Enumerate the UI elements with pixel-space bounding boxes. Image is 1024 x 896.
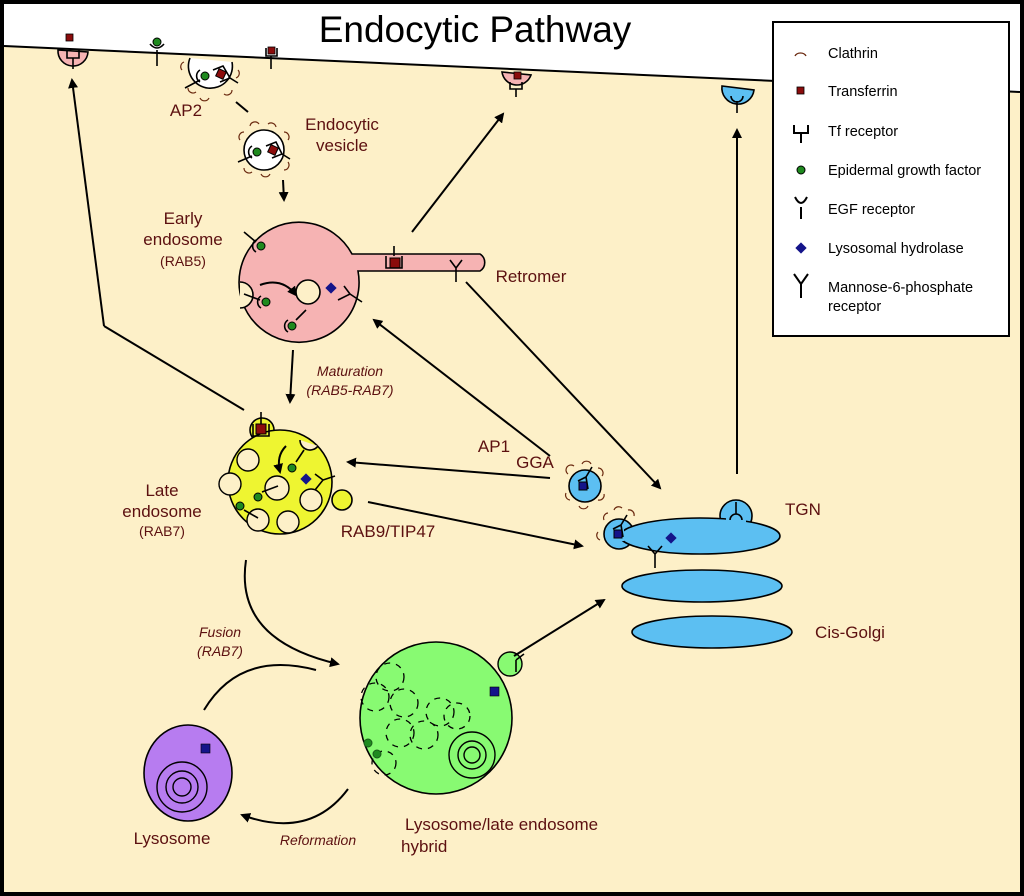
extracellular-space (4, 4, 1020, 92)
legend-item-lysosomal-hydrolase: Lysosomal hydrolase (795, 241, 964, 257)
gga-coated-vesicle (564, 460, 605, 510)
label-hybrid-1: Lysosome/late endosome (405, 815, 598, 834)
arrow-reformation (240, 788, 349, 825)
legend-item-tf-receptor: Tf receptor (793, 124, 898, 143)
lysosome-late-endosome-hybrid (359, 641, 525, 795)
lysosome (143, 724, 233, 822)
early-endosome (238, 221, 486, 343)
arrow-ggavesicle-to-late-endosome (346, 457, 551, 479)
label-lysosome: Lysosome (134, 829, 211, 848)
label-early-endosome-1: Early (164, 209, 203, 228)
label-rab9-tip47: RAB9/TIP47 (341, 522, 436, 541)
label-endocytic-vesicle-2: vesicle (316, 136, 368, 155)
m6p-receptor-icon (793, 273, 809, 298)
legend: Clathrin Transferrin Tf receptor Epiderm… (772, 21, 1010, 337)
arrow-ap2-to-vesicle (235, 101, 249, 113)
diagram-title: Endocytic Pathway (319, 9, 632, 50)
svg-text:Transferrin: Transferrin (828, 84, 898, 100)
ap2-coated-pit (180, 57, 240, 102)
label-fusion-1: Fusion (199, 624, 241, 640)
arrow-late-endosome-to-hybrid (243, 559, 340, 668)
arrow-early-endosome-to-membrane (411, 112, 505, 233)
label-late-endosome-1: Late (145, 481, 178, 500)
late-endosome (218, 412, 353, 535)
legend-item-egf: Epidermal growth factor (796, 163, 981, 179)
egf-icon (796, 165, 806, 175)
label-late-endosome-3: (RAB7) (139, 523, 185, 539)
transferrin-icon (796, 86, 805, 95)
tf-receptor-icon (793, 125, 809, 143)
label-retromer: Retromer (496, 267, 567, 286)
svg-text:Epidermal growth factor: Epidermal growth factor (828, 163, 981, 179)
endocytic-vesicle (237, 121, 291, 178)
label-maturation-1: Maturation (317, 363, 383, 379)
svg-text:Mannose-6-phosphate: Mannose-6-phosphate (828, 280, 973, 296)
tf-receptor-surface (265, 46, 278, 69)
legend-item-m6p-receptor: Mannose-6-phosphate receptor (793, 273, 973, 315)
svg-text:EGF receptor: EGF receptor (828, 202, 915, 218)
label-ap2: AP2 (170, 101, 202, 120)
golgi-cisterna-medial (621, 569, 783, 603)
label-cis-golgi: Cis-Golgi (815, 623, 885, 642)
arrow-hybrid-to-golgi (513, 598, 606, 657)
arrow-maturation (285, 349, 296, 404)
lysosomal-hydrolase-icon (795, 242, 807, 254)
transferrin-icon (65, 33, 74, 42)
arrow-recycle-to-membrane (68, 78, 105, 327)
legend-box (772, 21, 1010, 337)
golgi-cisterna-cis (631, 615, 793, 649)
legend-item-egf-receptor: EGF receptor (794, 196, 915, 219)
label-hybrid-2: hybrid (401, 837, 447, 856)
recycling-pit-middle (501, 71, 533, 97)
arrow-rab9-to-tgn (367, 501, 584, 550)
label-endocytic-vesicle-1: Endocytic (305, 115, 379, 134)
arrow-lysosome-fusion (203, 664, 317, 711)
svg-text:receptor: receptor (828, 299, 881, 315)
tgn (596, 499, 781, 568)
label-fusion-2: (RAB7) (197, 643, 243, 659)
arrow-retromer-to-tgn (465, 281, 662, 490)
exocytic-pit-right (721, 85, 755, 113)
label-gga: GGA (516, 453, 554, 472)
svg-text:Clathrin: Clathrin (828, 46, 878, 62)
label-reformation: Reformation (280, 832, 356, 848)
svg-text:Tf receptor: Tf receptor (828, 124, 898, 140)
egf-receptor-icon (794, 196, 808, 219)
legend-item-transferrin: Transferrin (796, 84, 898, 100)
recycling-pit-left (57, 33, 89, 69)
clathrin-icon (794, 52, 807, 57)
label-early-endosome-3: (RAB5) (160, 253, 206, 269)
label-maturation-2: (RAB5-RAB7) (306, 382, 393, 398)
legend-item-clathrin: Clathrin (794, 46, 878, 62)
label-early-endosome-2: endosome (143, 230, 222, 249)
label-ap1: AP1 (478, 437, 510, 456)
egf-receptor-surface (149, 37, 165, 66)
label-late-endosome-2: endosome (122, 502, 201, 521)
label-tgn: TGN (785, 500, 821, 519)
svg-text:Lysosomal hydrolase: Lysosomal hydrolase (828, 241, 964, 257)
arrow-vesicle-to-early-endosome (278, 179, 289, 202)
arrow-late-endosome-recycle (103, 325, 245, 411)
arrow-tgn-to-early-endosome (372, 318, 551, 457)
